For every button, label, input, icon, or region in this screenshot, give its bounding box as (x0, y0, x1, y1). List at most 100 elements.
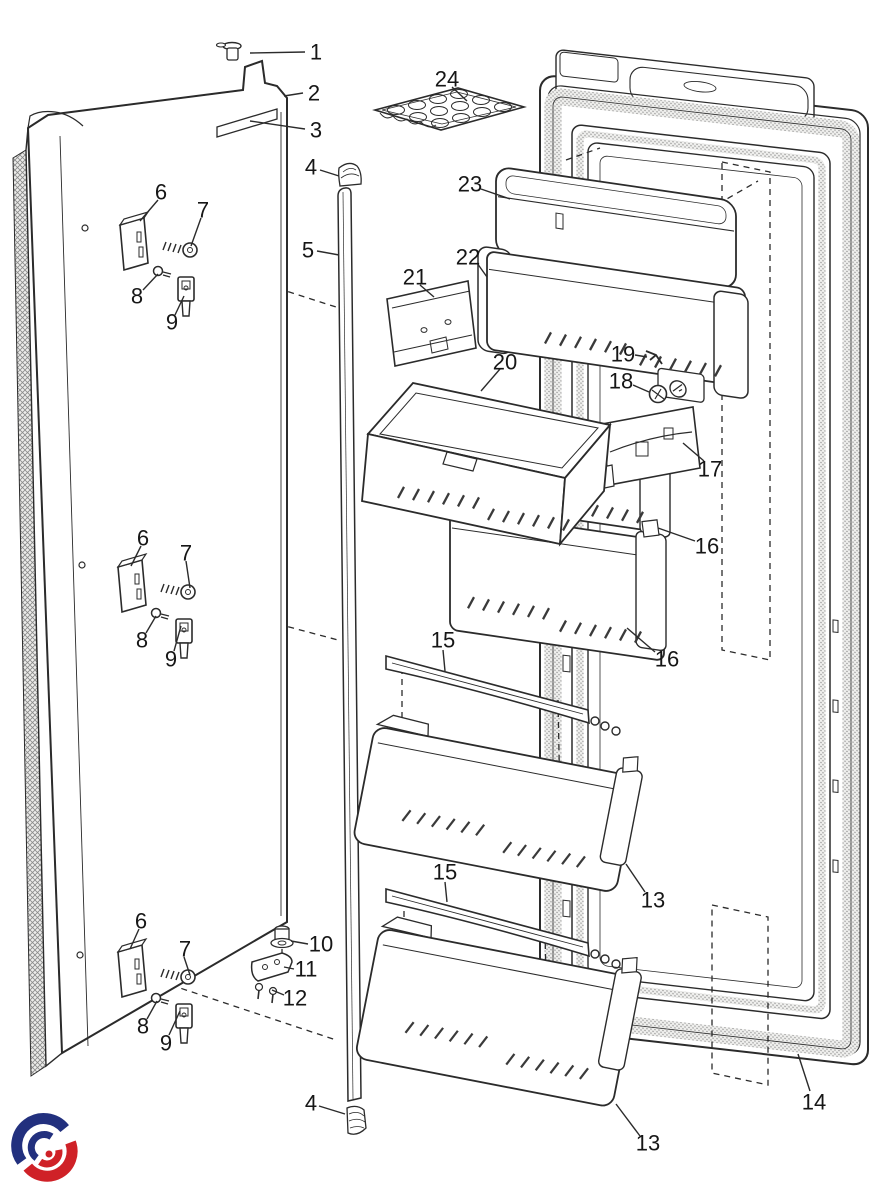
callout-10-leader (290, 940, 309, 945)
shelf-bracket-rail (386, 280, 477, 367)
large-door-bin-1 (353, 714, 643, 892)
callout-4a-leader (319, 169, 340, 177)
callout-15a: 15 (431, 628, 455, 653)
axis-screw-dot (76, 951, 84, 959)
trim-cap-bottom-ribs (348, 1112, 366, 1129)
logo-red-inner-arc (38, 1149, 63, 1168)
shelf-trim-rail-2 (385, 887, 621, 969)
hidden-box-upper (721, 161, 771, 661)
crisper-drawer (361, 382, 612, 547)
callout-16a-leader (657, 527, 696, 542)
callout-7c: 7 (179, 937, 191, 962)
rail-hooks (590, 949, 621, 969)
callout-6c: 6 (135, 909, 147, 934)
dairy-compartment (495, 167, 737, 289)
callout-2: 2 (308, 81, 320, 106)
callout-2-leader (283, 92, 304, 97)
callout-19-leader (634, 354, 648, 358)
callout-8b-leader (145, 615, 157, 634)
hinge-pin-bushing (270, 925, 294, 949)
callout-11: 11 (295, 957, 318, 982)
hinge-set-top (81, 211, 198, 317)
callout-6b-leader (130, 545, 142, 567)
callout-5: 5 (302, 238, 314, 263)
logo-core-dot (45, 1150, 53, 1158)
liner-right-tabs (832, 619, 839, 874)
callout-6a-leader (139, 199, 159, 222)
axis-screw-dot (81, 224, 89, 232)
door-front-face (26, 59, 288, 1055)
door-top-face (27, 60, 288, 129)
callout-21-leader (419, 284, 435, 298)
callout-13a-leader (625, 863, 646, 893)
callout-8c-leader (146, 1000, 158, 1020)
callout-11-leader (283, 966, 295, 970)
callout-19: 19 (611, 342, 635, 367)
hinge-set-bottom (76, 938, 196, 1044)
callout-13a: 13 (641, 888, 665, 913)
callout-15b: 15 (433, 860, 457, 885)
callout-14: 14 (802, 1090, 826, 1115)
top-lip-notch (559, 51, 619, 83)
rail-hooks (590, 716, 621, 736)
logo-red-arc (23, 1140, 78, 1182)
hidden-box-lower (711, 904, 769, 1086)
callout-10: 10 (309, 932, 333, 957)
callout-14-leader (797, 1053, 811, 1092)
logo-blue-inner-arc (27, 1131, 54, 1161)
outer-door-panel (12, 41, 288, 1077)
brand-swirl-logo (11, 1113, 78, 1182)
callout-1: 1 (310, 40, 322, 65)
callout-9b: 9 (165, 647, 177, 672)
door-corner-step (27, 110, 84, 129)
callout-17: 17 (698, 457, 722, 482)
callout-21: 21 (403, 265, 427, 290)
drawer-handle (442, 451, 478, 472)
callout-7c-leader (183, 956, 191, 976)
callout-13b: 13 (636, 1131, 660, 1156)
callout-5-leader (316, 250, 340, 256)
callout-4a: 4 (305, 155, 317, 180)
callout-6b: 6 (137, 526, 149, 551)
door-trim-strip (337, 162, 367, 1135)
callout-17-leader (682, 442, 705, 462)
trim-cap-top-ribs (340, 168, 360, 179)
callout-22: 22 (456, 245, 480, 270)
door-nameplate (216, 108, 278, 138)
shelf-trim-rail-1 (385, 654, 621, 736)
callout-9a: 9 (166, 310, 178, 335)
hinge-plate (250, 952, 293, 982)
door-bin-upper (477, 246, 749, 403)
callout-8c: 8 (137, 1014, 149, 1039)
ice-cube-tray (372, 87, 527, 131)
callout-9c: 9 (160, 1031, 172, 1056)
callout-6a: 6 (155, 180, 167, 205)
handle-recess-detail (683, 80, 717, 93)
large-door-bin-2 (355, 916, 642, 1107)
callout-13b-leader (615, 1103, 641, 1137)
callout-8b: 8 (136, 628, 148, 653)
callout-7b: 7 (180, 541, 192, 566)
callout-18: 18 (609, 369, 633, 394)
door-face-crease-left (59, 135, 89, 1047)
callout-3-leader (249, 120, 306, 130)
callout-23: 23 (458, 172, 482, 197)
callout-7b-leader (185, 560, 191, 589)
logo-blue-arc (11, 1113, 69, 1165)
callout-4b-leader (318, 1105, 346, 1115)
callout-20-leader (480, 368, 501, 392)
callout-12: 12 (283, 986, 307, 1011)
callout-8a-leader (142, 273, 159, 291)
callout-1-leader (249, 51, 306, 54)
callout-7a-leader (190, 217, 202, 247)
callout-15a-leader (442, 649, 446, 672)
trim-strip-bar (337, 187, 362, 1102)
callout-8a: 8 (131, 284, 143, 309)
callout-23-leader (480, 188, 511, 200)
callout-leader-lines (129, 51, 811, 1137)
callout-16b: 16 (655, 647, 679, 672)
callout-22-leader (476, 262, 488, 278)
